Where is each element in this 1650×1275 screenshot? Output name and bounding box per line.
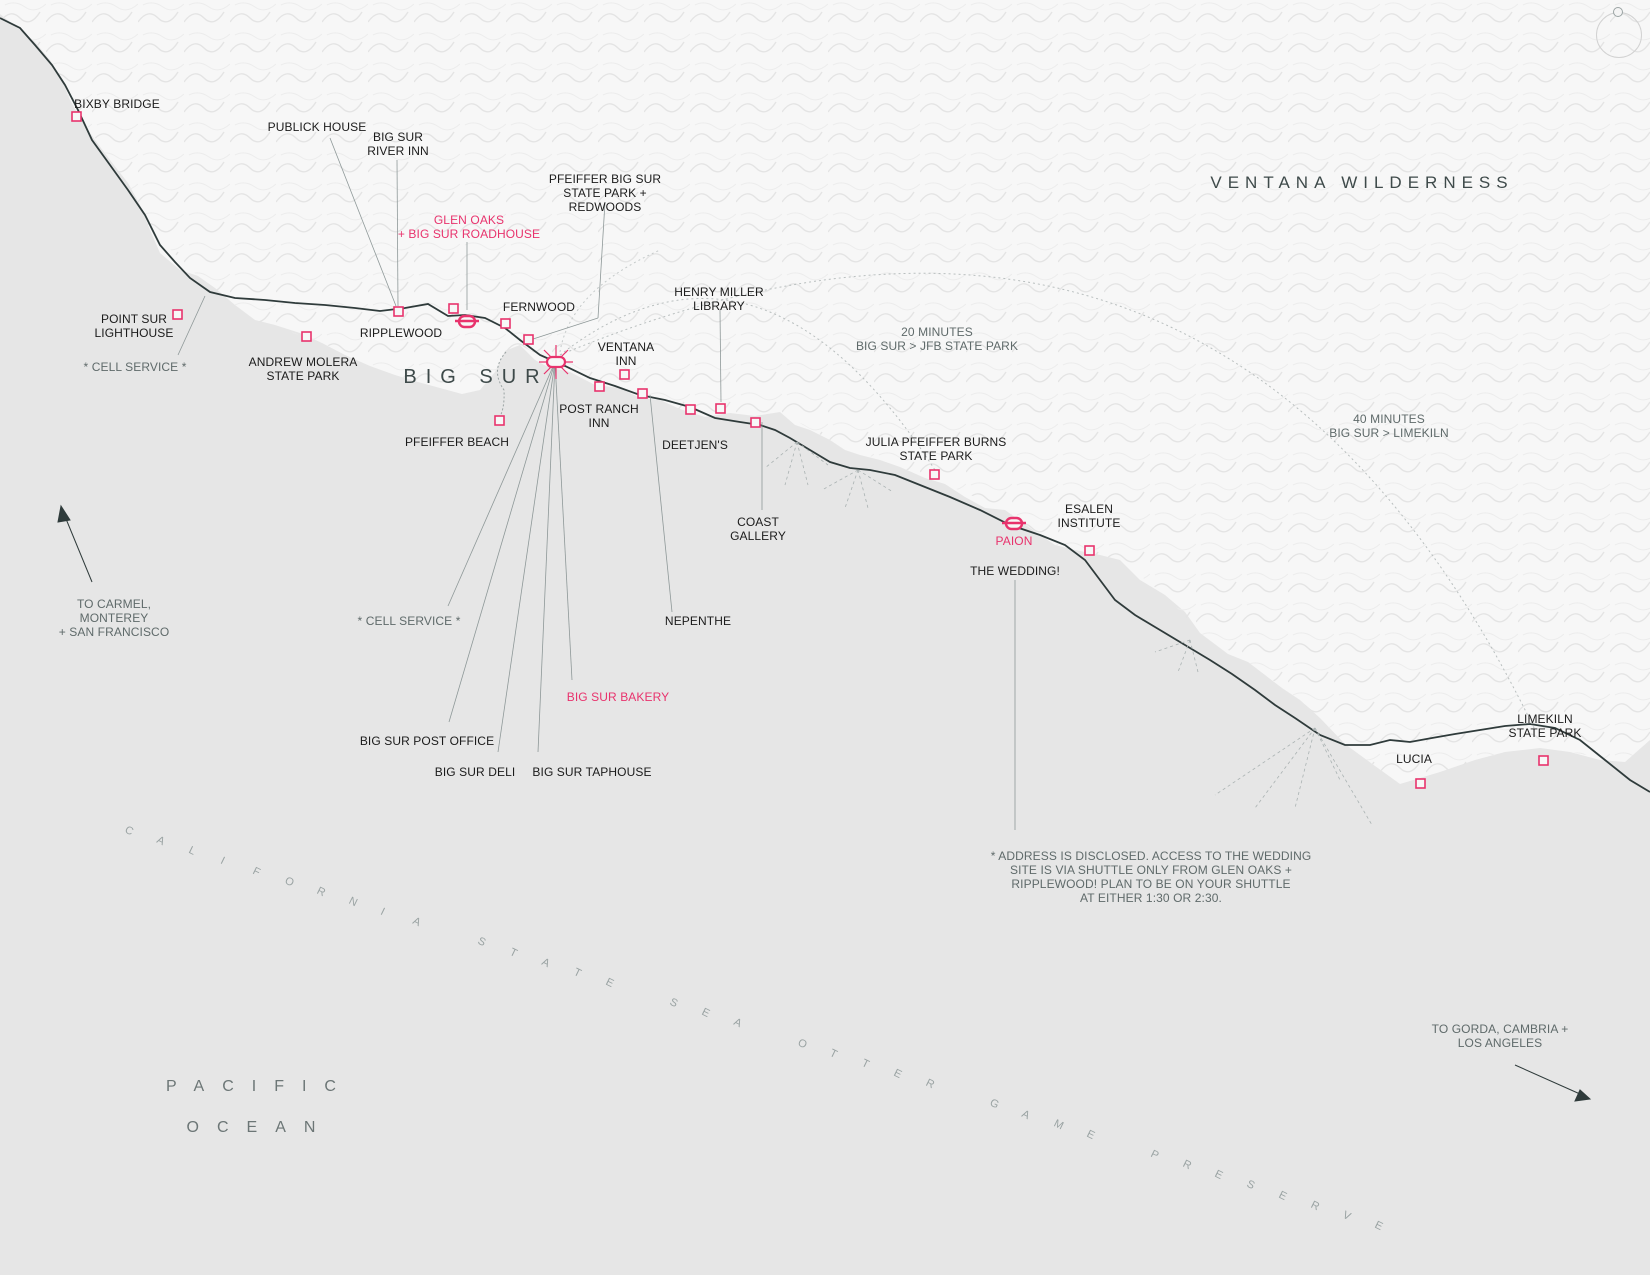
to-north-arrow [57, 504, 93, 583]
big-sur-hub-marker [539, 345, 573, 379]
wedding-label: THE WEDDING! [970, 564, 1060, 578]
to-north-note: TO CARMEL, MONTEREY + SAN FRANCISCO [58, 597, 170, 639]
ventana-inn-label: VENTANA INN [597, 340, 655, 368]
pfeiffer-beach-label: PFEIFFER BEACH [404, 435, 510, 449]
point-sur-marker [172, 309, 183, 320]
nepenthe-marker [637, 388, 648, 399]
ripplewood-marker [393, 306, 404, 317]
nepenthe-label: NEPENTHE [664, 614, 732, 628]
point-sur-label: POINT SUR LIGHTHOUSE [94, 312, 174, 340]
land-terrain [0, 0, 1650, 784]
deetjens-label: DEETJEN'S [662, 438, 728, 452]
north-compass-icon [1596, 7, 1642, 58]
river-inn-marker [448, 303, 459, 314]
place-markers [71, 111, 1549, 789]
limekiln-marker [1538, 755, 1549, 766]
limekiln-time-note: 40 MINUTES BIG SUR > LIMEKILN [1329, 412, 1449, 440]
bixby-marker [71, 111, 82, 122]
lucia-label: LUCIA [1396, 752, 1432, 766]
cell-service-note-1: * CELL SERVICE * [83, 360, 187, 374]
shuttle-note: * ADDRESS IS DISCLOSED. ACCESS TO THE WE… [990, 849, 1312, 905]
lucia-marker [1415, 778, 1426, 789]
esalen-label: ESALEN INSTITUTE [1057, 502, 1121, 530]
pfeiffer-redwoods-label: PFEIFFER BIG SUR STATE PARK + REDWOODS [548, 172, 662, 214]
henry-miller-label: HENRY MILLER LIBRARY [674, 285, 764, 313]
ripplewood-label: RIPPLEWOOD [359, 326, 443, 340]
glen-oaks-label: GLEN OAKS + BIG SUR ROADHOUSE [397, 213, 541, 241]
ocean-label: OCEAN [186, 1119, 334, 1136]
paion-label: PAION [995, 534, 1033, 548]
to-south-note: TO GORDA, CAMBRIA + LOS ANGELES [1431, 1022, 1569, 1050]
andrew-molera-marker [301, 331, 312, 342]
leader-lines [177, 137, 1016, 830]
river-inn-label: BIG SUR RIVER INN [367, 130, 429, 158]
henry-miller-marker [715, 403, 726, 414]
to-south-arrow [1514, 1064, 1592, 1102]
highway-1-road [0, 17, 1650, 793]
ventana-wilderness-label: VENTANA WILDERNESS [1210, 173, 1514, 192]
andrew-molera-label: ANDREW MOLERA STATE PARK [248, 355, 358, 383]
pacific-label: PACIFIC [166, 1078, 354, 1095]
coast-gallery-marker [750, 417, 761, 428]
julia-pfeiffer-label: JULIA PFEIFFER BURNS STATE PARK [865, 435, 1007, 463]
limekiln-label: LIMEKILN STATE PARK [1508, 712, 1582, 740]
cell-rays [764, 441, 1373, 826]
big-sur-deli-label: BIG SUR DELI [434, 765, 516, 779]
hub-markers [455, 314, 1026, 531]
cell-service-note-2: * CELL SERVICE * [357, 614, 461, 628]
big-sur-region-label: BIG SUR [403, 366, 549, 388]
post-ranch-marker [594, 381, 605, 392]
big-sur-bakery-label: BIG SUR BAKERY [566, 690, 670, 704]
julia-pfeiffer-marker [929, 469, 940, 480]
esalen-marker [1084, 545, 1095, 556]
jfb-time-note: 20 MINUTES BIG SUR > JFB STATE PARK [855, 325, 1019, 353]
fernwood-marker [500, 318, 511, 329]
post-ranch-label: POST RANCH INN [559, 402, 639, 430]
ventana-inn-marker [619, 369, 630, 380]
pfeiffer-beach-marker [494, 415, 505, 426]
taphouse-label: BIG SUR TAPHOUSE [532, 765, 652, 779]
post-office-label: BIG SUR POST OFFICE [359, 734, 495, 748]
fernwood-label: FERNWOOD [502, 300, 576, 314]
publick-house-label: PUBLICK HOUSE [267, 120, 367, 134]
deetjens-marker [685, 404, 696, 415]
pfeiffer-beach-trail [497, 351, 507, 421]
redwoods-trail [559, 249, 661, 353]
pfeiffer-redwoods-marker [523, 334, 534, 345]
bixby-bridge-label: BIXBY BRIDGE [74, 97, 160, 111]
coast-gallery-label: COAST GALLERY [730, 515, 786, 543]
jfb-time-arc [559, 298, 936, 471]
